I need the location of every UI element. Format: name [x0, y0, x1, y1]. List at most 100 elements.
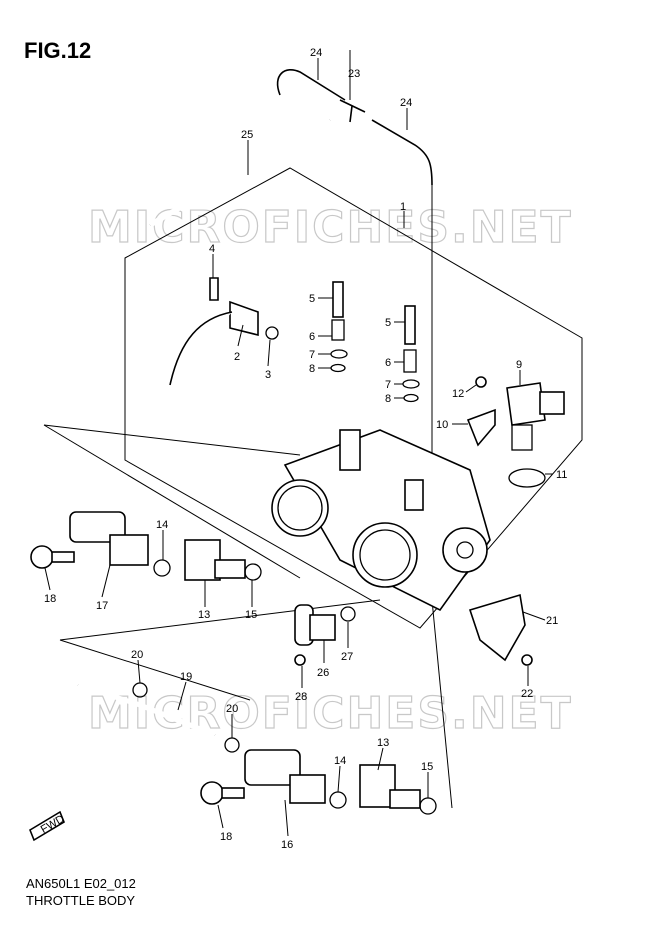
- sensor-9-connector: [539, 391, 565, 415]
- screw-28: [294, 654, 306, 666]
- fuel-rail-port: [404, 479, 424, 511]
- o-ring-14-bottom: [329, 791, 347, 809]
- callout-8-left: 8: [309, 363, 315, 375]
- callout-18-top: 18: [44, 593, 56, 605]
- bolt-18-top-head: [30, 545, 54, 569]
- spring-6-left: [331, 319, 345, 341]
- sensor-2-body: [229, 300, 259, 337]
- screw-5-right: [404, 305, 416, 345]
- callout-3: 3: [265, 369, 271, 381]
- sensor-2-cable: [169, 311, 233, 386]
- washer-7-right: [402, 379, 420, 389]
- leader-lines: [44, 50, 553, 837]
- fuel-cap-16: [244, 749, 301, 786]
- injector-13-top: [184, 539, 221, 581]
- throttle-body-housing: [283, 429, 491, 612]
- callout-16: 16: [281, 839, 293, 851]
- screw-5-left: [332, 281, 344, 318]
- throttle-bore-left-inner: [277, 485, 323, 531]
- bolt-18-top-shank: [51, 551, 75, 563]
- o-ring-27: [340, 606, 356, 622]
- sensor-9-shaft: [511, 424, 533, 451]
- clamp-10: [466, 408, 496, 447]
- forward-arrow-icon: FWD: [29, 810, 67, 842]
- callout-7-right: 7: [385, 379, 391, 391]
- bolt-4: [209, 277, 219, 301]
- o-ring-8-left: [330, 363, 346, 373]
- callout-5-left: 5: [309, 293, 315, 305]
- callout-labels: 1 2 3 4 5 5 6 6 7 7 8 8 9 10 11 12 13 13…: [44, 47, 567, 851]
- diagram-name: THROTTLE BODY: [26, 893, 136, 908]
- tee-joint-23: [339, 99, 366, 123]
- callout-21: 21: [546, 615, 558, 627]
- callout-4: 4: [209, 243, 215, 255]
- assembly-outline: [124, 167, 583, 629]
- callout-27: 27: [341, 651, 353, 663]
- spring-6-right: [403, 349, 417, 373]
- callout-9: 9: [516, 359, 522, 371]
- hose-25-inner: [148, 117, 332, 228]
- guide-line: [431, 599, 453, 809]
- throttle-pulley-hub: [456, 541, 474, 559]
- fitting-26-body: [309, 614, 336, 641]
- o-ring-15-bottom: [419, 797, 437, 815]
- o-ring-3: [265, 326, 279, 340]
- o-ring-14-top: [153, 559, 171, 577]
- callout-14-bottom: 14: [334, 755, 346, 767]
- callout-25: 25: [241, 129, 253, 141]
- forward-arrow-label: FWD: [39, 813, 67, 836]
- callout-18-bottom: 18: [220, 831, 232, 843]
- sensor-9-body: [506, 382, 546, 426]
- callout-22: 22: [521, 688, 533, 700]
- injector-13-bottom-tip: [389, 789, 421, 809]
- hose-24-left: [276, 69, 346, 101]
- callout-28: 28: [295, 691, 307, 703]
- callout-1: 1: [400, 201, 406, 213]
- callout-26: 26: [317, 667, 329, 679]
- callout-7-left: 7: [309, 349, 315, 361]
- injector-13-bottom: [359, 764, 396, 808]
- guide-line: [43, 424, 301, 579]
- callout-24-right: 24: [400, 97, 412, 109]
- callout-15-top: 15: [245, 609, 257, 621]
- bracket-21: [468, 593, 526, 662]
- injector-13-top-tip: [214, 559, 246, 579]
- throttle-pulley: [442, 527, 488, 573]
- figure-title: FIG.12: [24, 38, 92, 63]
- callout-6-left: 6: [309, 331, 315, 343]
- callout-8-right: 8: [385, 393, 391, 405]
- throttle-bore-right: [352, 522, 418, 588]
- screw-22: [521, 654, 533, 666]
- o-ring-15-top: [244, 563, 262, 581]
- o-ring-20-right: [224, 737, 240, 753]
- bolt-18-bottom-shank: [221, 787, 245, 799]
- fuel-cap-17-neck: [109, 534, 149, 566]
- callout-6-right: 6: [385, 357, 391, 369]
- bolt-18-bottom-head: [200, 781, 224, 805]
- watermark-bottom: MICROFICHES.NET: [88, 688, 573, 739]
- o-ring-11: [508, 468, 546, 488]
- o-ring-8-right: [403, 393, 419, 403]
- callout-17: 17: [96, 600, 108, 612]
- callout-19: 19: [180, 671, 192, 683]
- diagram-code: AN650L1 E02_012: [26, 876, 136, 891]
- throttle-bore-left: [271, 479, 329, 537]
- guide-line: [43, 424, 301, 456]
- watermark-top: MICROFICHES.NET: [88, 202, 573, 253]
- callout-10: 10: [436, 419, 448, 431]
- callout-24-left: 24: [310, 47, 322, 59]
- screw-12: [475, 376, 487, 388]
- callout-13-bottom: 13: [377, 737, 389, 749]
- callout-2: 2: [234, 351, 240, 363]
- callout-20-right: 20: [226, 703, 238, 715]
- callout-11: 11: [556, 469, 567, 481]
- washer-7-left: [330, 349, 348, 359]
- callout-14-top: 14: [156, 519, 168, 531]
- callout-5-right: 5: [385, 317, 391, 329]
- callout-12: 12: [452, 388, 464, 400]
- throttle-bore-right-inner: [359, 529, 411, 581]
- intake-port: [339, 429, 361, 471]
- callout-15-bottom: 15: [421, 761, 433, 773]
